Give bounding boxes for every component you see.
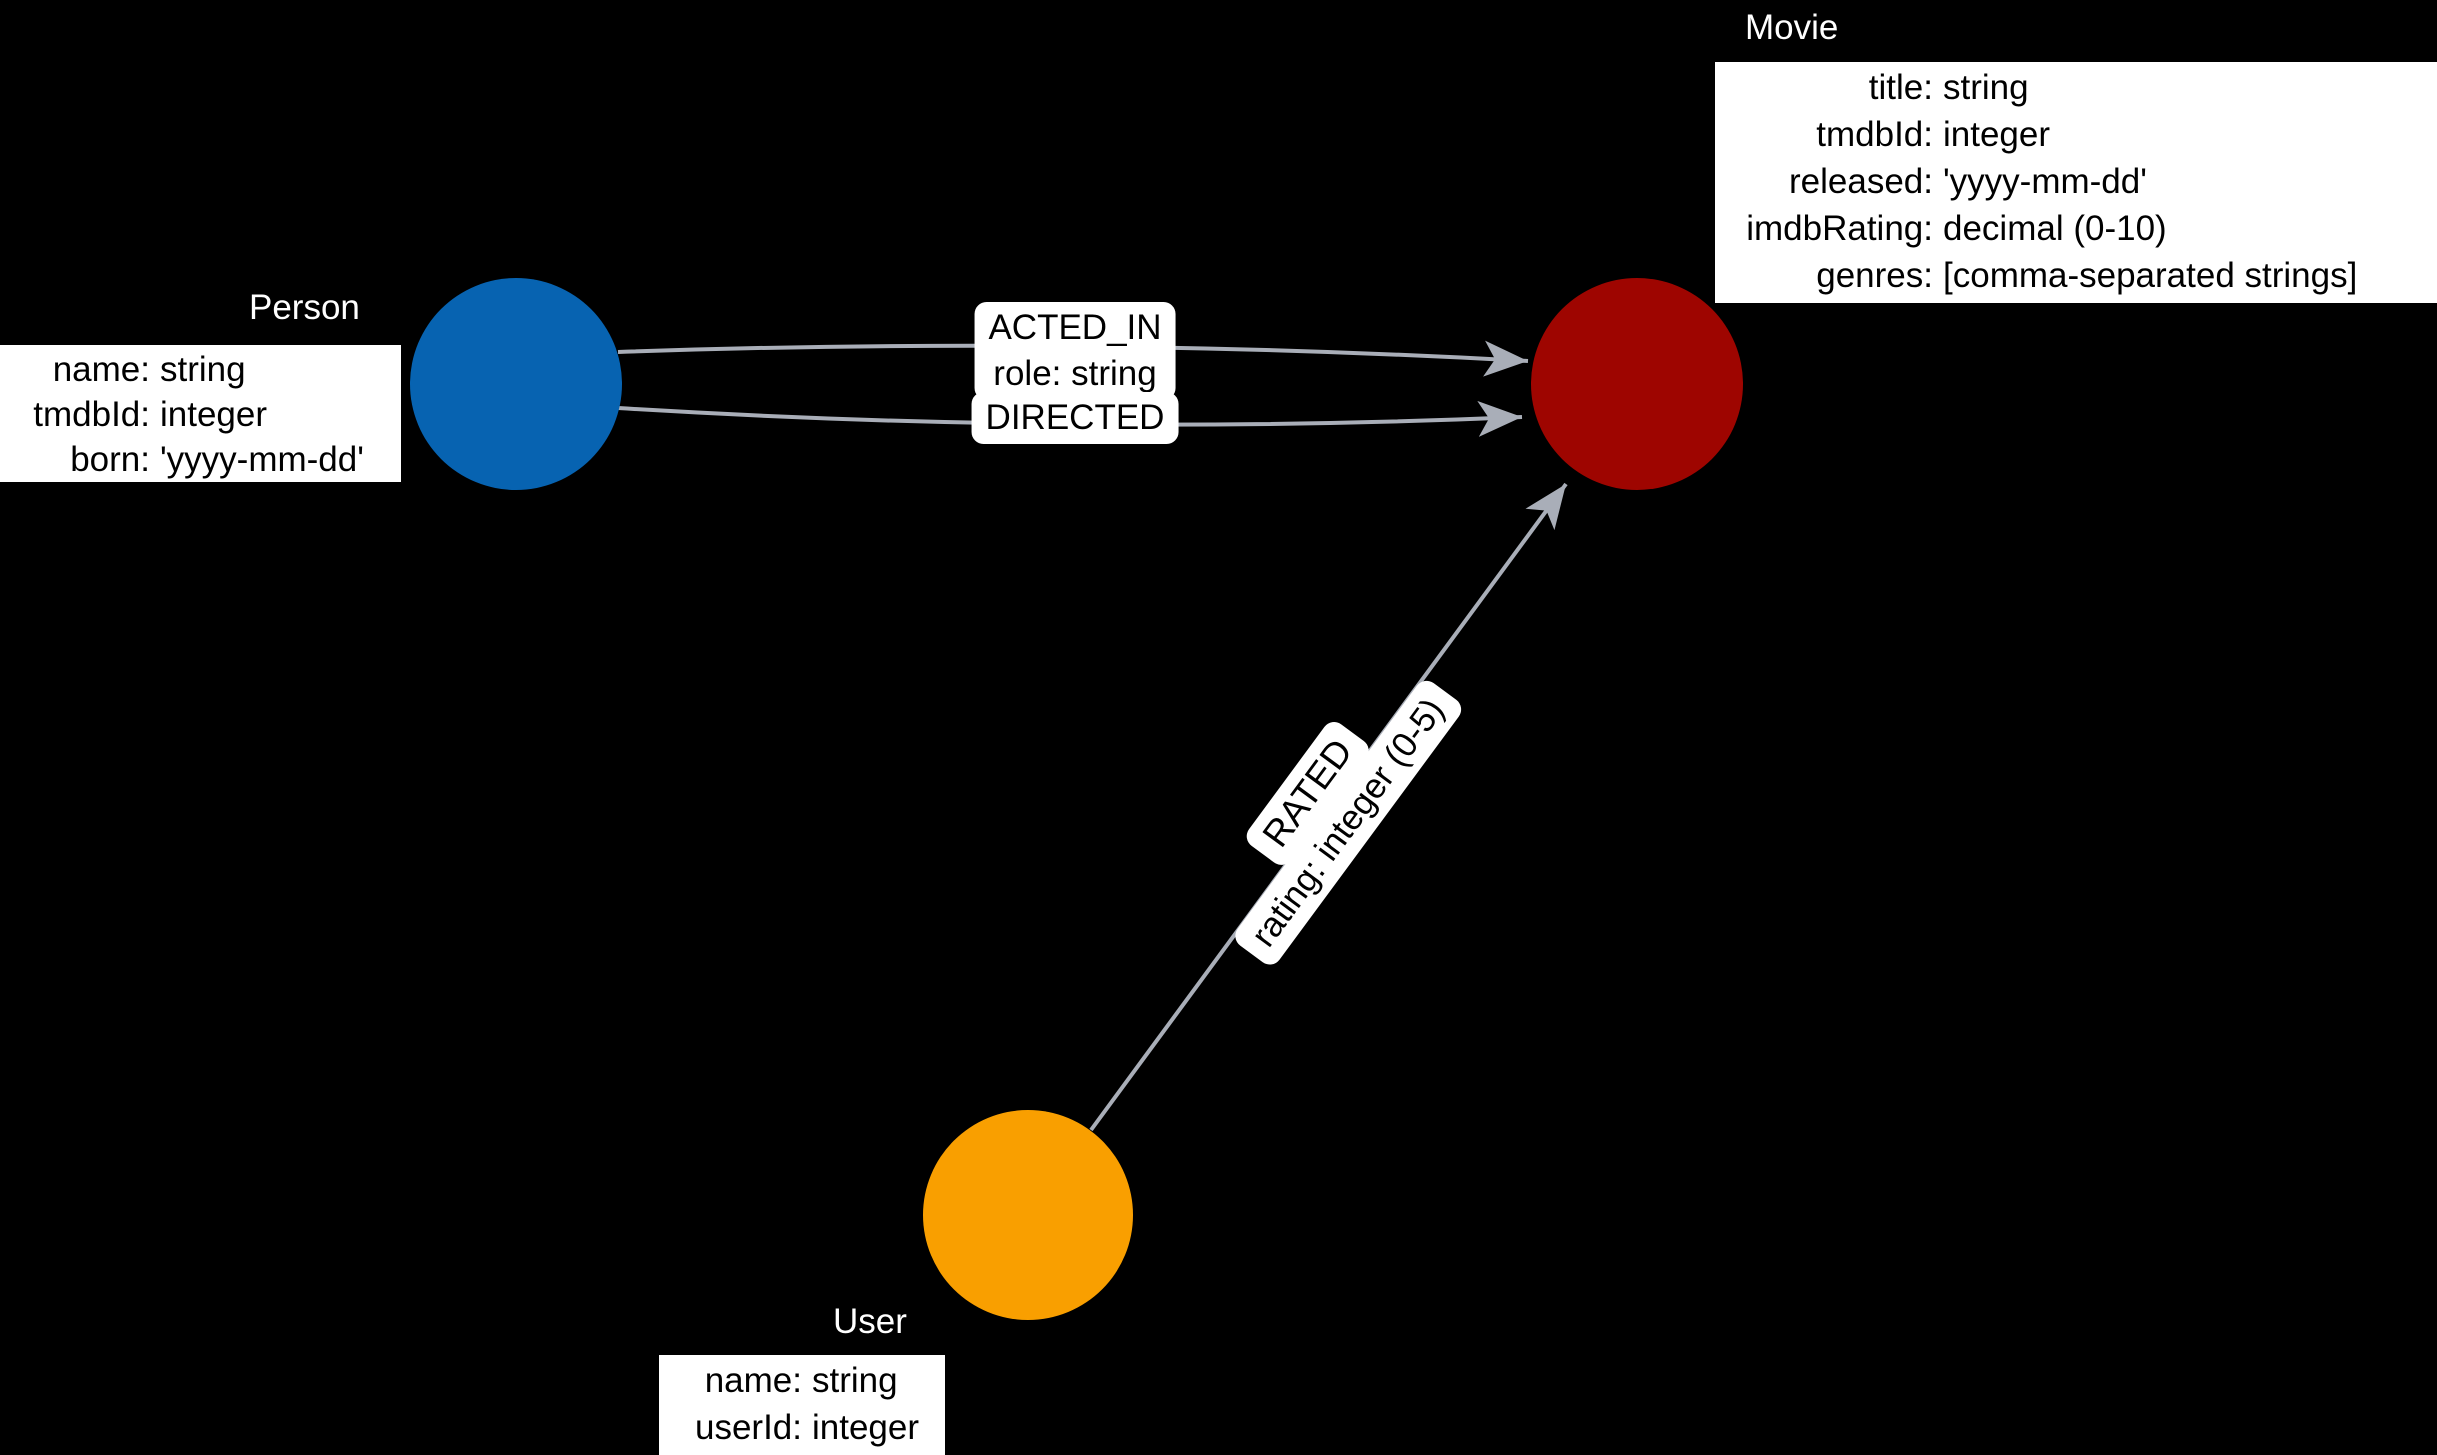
property-row: imdbRating: decimal (0-10) [1715, 205, 2437, 252]
person-properties-box: name: string tmdbId: integer born: 'yyyy… [0, 345, 401, 482]
property-row: released: 'yyyy-mm-dd' [1715, 158, 2437, 205]
person-node-label: Person [249, 288, 360, 327]
user-properties-box: name: string userId: integer [659, 1355, 945, 1455]
property-key: name: [704, 1361, 802, 1400]
property-value: 'yyyy-mm-dd' [160, 440, 364, 479]
property-row: name: string [659, 1357, 945, 1404]
acted-in-label: ACTED_IN role: string [974, 302, 1176, 400]
property-key: born: [70, 440, 150, 479]
property-key: userId: [695, 1408, 802, 1447]
person-movie-edge-labels: ACTED_IN role: string DIRECTED [971, 302, 1179, 444]
property-row: userId: integer [659, 1404, 945, 1451]
property-key: name: [52, 350, 150, 389]
property-value: 'yyyy-mm-dd' [1943, 162, 2147, 201]
property-key: tmdbId: [33, 395, 150, 434]
property-key: imdbRating: [1746, 209, 1933, 248]
property-key: tmdbId: [1816, 115, 1933, 154]
acted-in-property: role: string [993, 354, 1157, 393]
property-row: title: string [1715, 64, 2437, 111]
acted-in-type: ACTED_IN [988, 308, 1162, 347]
property-value: decimal (0-10) [1943, 209, 2167, 248]
property-key: released: [1789, 162, 1933, 201]
directed-type: DIRECTED [985, 398, 1165, 437]
user-node [923, 1110, 1133, 1320]
property-row: name: string [0, 347, 401, 392]
person-node [410, 278, 622, 490]
property-value: string [1943, 68, 2029, 107]
property-value: [comma-separated strings] [1943, 256, 2358, 295]
property-value: integer [812, 1408, 920, 1447]
property-value: integer [160, 395, 268, 434]
property-key: title: [1868, 68, 1933, 107]
user-node-label: User [833, 1302, 907, 1341]
directed-label: DIRECTED [971, 392, 1179, 444]
property-value: string [812, 1361, 898, 1400]
property-row: genres: [comma-separated strings] [1715, 252, 2437, 299]
movie-node-label: Movie [1745, 8, 1839, 47]
property-row: born: 'yyyy-mm-dd' [0, 437, 401, 482]
movie-node [1531, 278, 1743, 490]
property-value: integer [1943, 115, 2051, 154]
property-row: tmdbId: integer [1715, 111, 2437, 158]
property-key: genres: [1816, 256, 1933, 295]
property-row: tmdbId: integer [0, 392, 401, 437]
property-value: string [160, 350, 246, 389]
movie-properties-box: title: string tmdbId: integer released: … [1715, 62, 2437, 303]
